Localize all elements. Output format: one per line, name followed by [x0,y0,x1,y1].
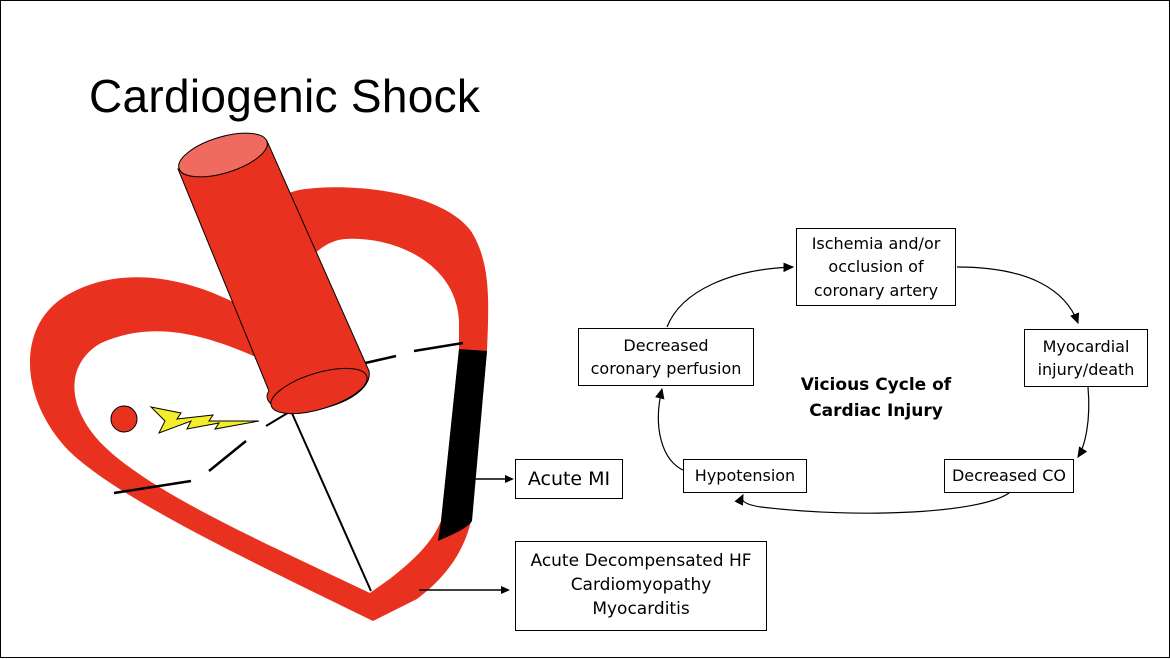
dash-line-2 [113,479,192,495]
node-decreased-perfusion: Decreased coronary perfusion [578,328,754,386]
lightning-bolt-icon [149,406,260,434]
node-hypotension: Hypotension [683,459,807,493]
infarct-segment [438,349,487,541]
hf-causes-label: Acute Decompensated HF Cardiomyopathy My… [515,541,767,631]
dash-line-1 [208,440,247,472]
cycle-title: Vicious Cycle of Cardiac Injury [800,375,952,421]
node-myocardial-injury: Myocardial injury/death [1024,329,1148,387]
node-ischemia: Ischemia and/or occlusion of coronary ar… [796,228,956,306]
dash-line-4 [413,341,464,353]
slide-title: Cardiogenic Shock [89,70,481,122]
dash-line-3 [360,354,397,366]
clot-circle [110,405,138,433]
heart-wall [29,187,489,622]
arrowhead-acute-mi [505,475,514,483]
acute-mi-label: Acute MI [515,459,623,499]
node-decreased-co: Decreased CO [944,459,1074,493]
septum-line [290,410,372,592]
arrowhead-hf [501,586,510,594]
coronary-vessel [177,132,370,415]
